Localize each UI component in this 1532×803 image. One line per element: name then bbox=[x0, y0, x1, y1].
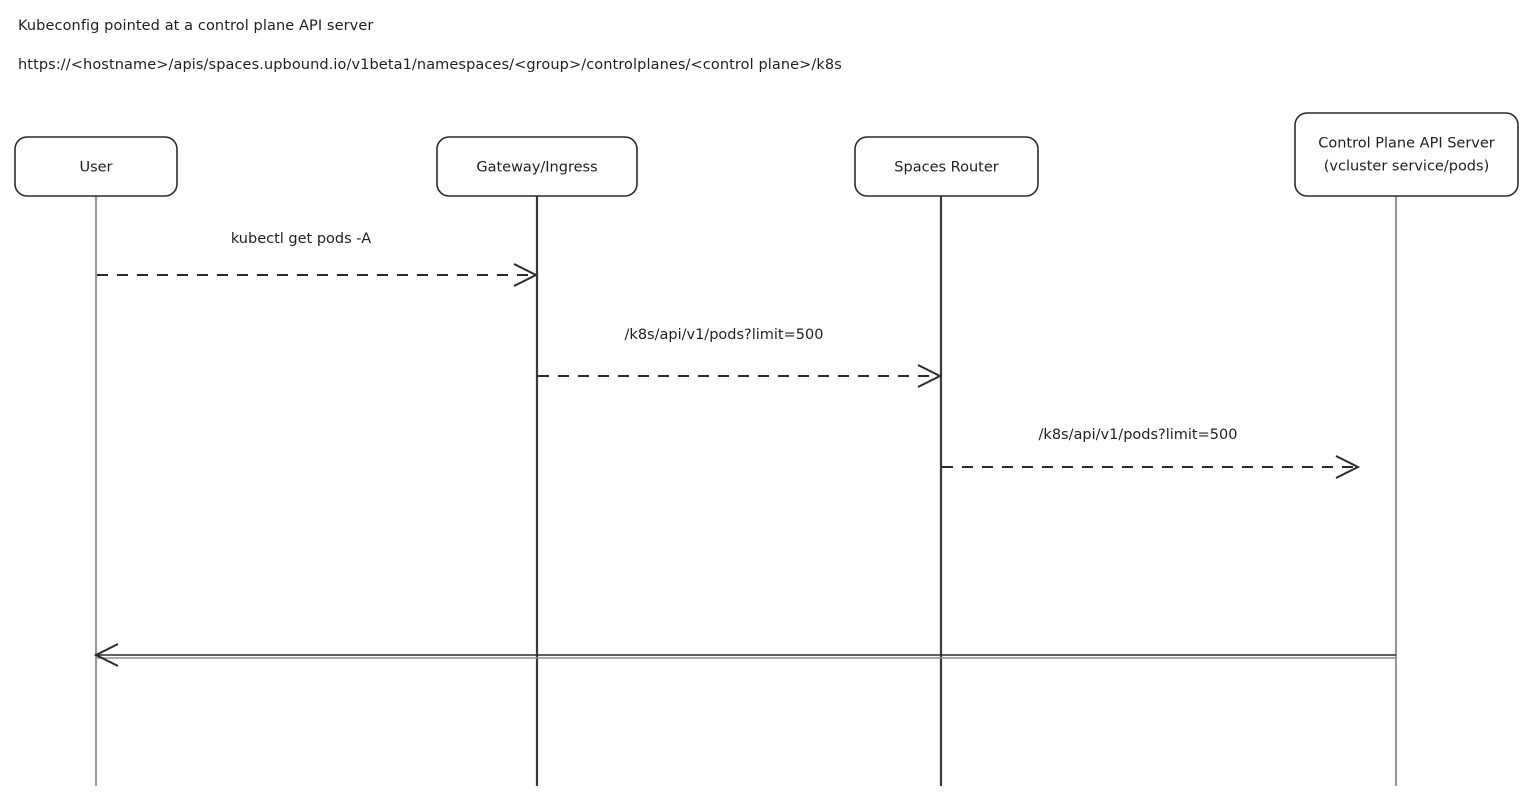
participant-control-plane-api-server[interactable]: Control Plane API Server (vcluster servic… bbox=[1294, 112, 1519, 197]
msg-kubectl-get-pods-label: kubectl get pods -A bbox=[231, 231, 371, 247]
msg-gateway-to-router-arrowhead bbox=[917, 364, 943, 388]
msg-router-to-control-plane-label: /k8s/api/v1/pods?limit=500 bbox=[1039, 427, 1238, 443]
participant-gateway[interactable]: Gateway/Ingress bbox=[436, 136, 638, 197]
participant-label-user: User bbox=[79, 160, 112, 176]
lifelines-group bbox=[94, 196, 1398, 786]
message-labels-group: kubectl get pods -A/k8s/api/v1/pods?limi… bbox=[231, 231, 1238, 443]
participant-sublabel-control-plane-api-server: (vcluster service/pods) bbox=[1324, 159, 1489, 175]
participant-label-gateway: Gateway/Ingress bbox=[476, 160, 597, 176]
msg-router-to-control-plane[interactable] bbox=[942, 455, 1361, 479]
diagram-caption-url: https://<hostname>/apis/spaces.upbound.i… bbox=[18, 57, 842, 73]
participant-box-control-plane-api-server bbox=[1294, 112, 1519, 197]
participant-label-control-plane-api-server: Control Plane API Server bbox=[1318, 136, 1495, 152]
participant-box-gateway bbox=[436, 136, 638, 197]
msg-response-to-user-arrowhead bbox=[93, 643, 119, 667]
participant-user[interactable]: User bbox=[14, 136, 178, 197]
participant-spaces-router[interactable]: Spaces Router bbox=[854, 136, 1039, 197]
diagram-caption-line-1: Kubeconfig pointed at a control plane AP… bbox=[18, 18, 374, 34]
msg-kubectl-get-pods[interactable] bbox=[97, 263, 539, 287]
msg-router-to-control-plane-arrowhead bbox=[1335, 455, 1361, 479]
msg-gateway-to-router-label: /k8s/api/v1/pods?limit=500 bbox=[625, 327, 824, 343]
participants-group: User Gateway/Ingress Spaces Router Control … bbox=[14, 112, 1519, 197]
messages-group bbox=[93, 263, 1396, 667]
participant-label-spaces-router: Spaces Router bbox=[894, 160, 998, 176]
msg-gateway-to-router[interactable] bbox=[538, 364, 943, 388]
participant-box-user bbox=[14, 136, 178, 197]
msg-kubectl-get-pods-arrowhead bbox=[513, 263, 539, 287]
msg-response-to-user[interactable] bbox=[93, 643, 1396, 667]
participant-box-spaces-router bbox=[854, 136, 1039, 197]
